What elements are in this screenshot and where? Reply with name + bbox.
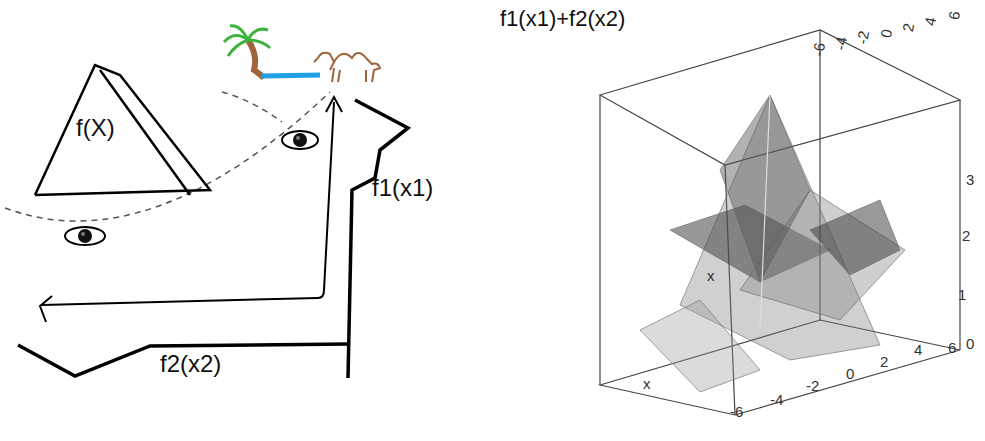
water — [262, 75, 320, 76]
path-arrow — [42, 102, 334, 305]
surface — [640, 95, 905, 392]
tick-label: 6 — [946, 10, 962, 21]
pyramid-outline — [30, 60, 220, 202]
tick-label: 0 — [966, 336, 974, 351]
function-label: f2(x2) — [160, 352, 221, 376]
node-label: f(X) — [76, 116, 115, 140]
tick-label: 2 — [962, 228, 970, 243]
tick-label: -4 — [832, 36, 849, 52]
tick-label: -6 — [730, 404, 743, 419]
sight-arc — [222, 92, 282, 122]
palm-tree — [224, 26, 270, 78]
tick-label: 4 — [922, 16, 938, 27]
function-label: f1(x1) — [372, 176, 433, 200]
plot-box — [600, 30, 960, 415]
tick-label: 0 — [846, 366, 854, 381]
tick-label: 6 — [948, 340, 956, 355]
tick-label: 3 — [966, 172, 974, 187]
tick-label: -2 — [806, 378, 819, 393]
pyramid-shape: f(X) — [30, 60, 220, 202]
axis-label: x — [643, 376, 651, 391]
eye — [282, 131, 318, 149]
camel — [314, 53, 380, 82]
profile-line — [18, 344, 350, 376]
axis-label: x — [707, 268, 715, 283]
tick-label: 2 — [900, 22, 916, 33]
tick-label: -6 — [810, 42, 827, 58]
tick-label: -4 — [770, 392, 783, 407]
tick-label: 2 — [880, 354, 888, 369]
tick-label: -2 — [854, 30, 871, 46]
tick-label: 0 — [878, 28, 894, 39]
arrow-head — [326, 97, 342, 112]
profile-line — [348, 100, 408, 378]
eye — [65, 227, 105, 245]
arrow-head — [40, 296, 52, 322]
tick-label: 1 — [958, 287, 966, 302]
tick-label: 4 — [914, 342, 922, 357]
plot-title: f1(x1)+f2(x2) — [500, 8, 625, 30]
